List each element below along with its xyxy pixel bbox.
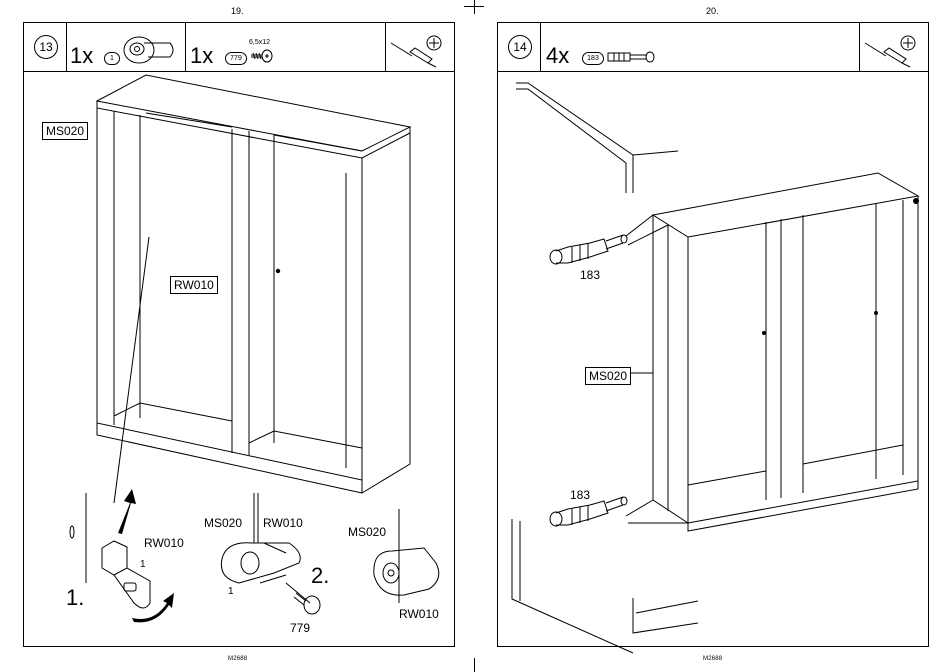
page-number-right: 20. (706, 6, 719, 16)
dowel-detail (498, 23, 928, 646)
crop-mark (474, 0, 475, 14)
dowel-label-bottom: 183 (570, 488, 590, 502)
dowel-label-top: 183 (580, 268, 600, 282)
detail-label-rw010-3: RW010 (399, 607, 439, 621)
detail-label-ms020-3: MS020 (348, 525, 386, 539)
crop-mark (464, 6, 484, 7)
detail-step-3 (24, 23, 454, 646)
footer-code-right: M2688 (703, 656, 722, 662)
right-page: 14 4x 183 (497, 22, 929, 647)
page-number-left: 19. (231, 6, 244, 16)
footer-code-left: M2688 (228, 656, 247, 662)
left-page: 13 1x 1 1x 6,5x12 779 (23, 22, 455, 647)
crop-mark (474, 658, 475, 672)
label-ms020: MS020 (585, 367, 631, 385)
